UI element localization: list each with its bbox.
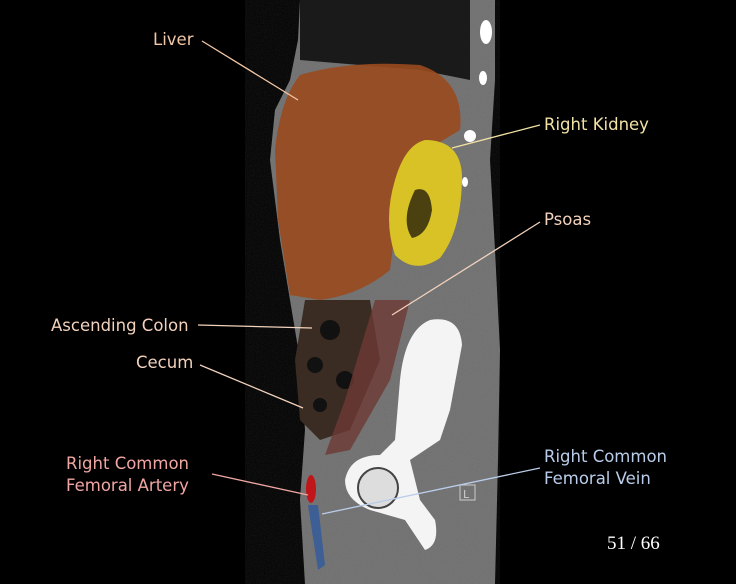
artery-label: Right Common Femoral Artery	[66, 453, 189, 497]
vein-leader-line	[321, 467, 541, 515]
cecum-label: Cecum	[136, 353, 194, 372]
orientation-marker: L	[463, 488, 470, 501]
artery-label-line1: Right Common	[66, 454, 190, 473]
cecum-leader-line	[199, 364, 304, 409]
artery-leader-line	[211, 473, 309, 496]
orientation-marker-box	[459, 484, 476, 501]
liver-label: Liver	[153, 30, 194, 49]
kidney-leader-line	[451, 124, 541, 149]
femoral-artery-region	[306, 475, 316, 503]
vein-label: Right Common Femoral Vein	[544, 446, 667, 490]
psoas-label: Psoas	[544, 210, 592, 229]
artery-label-line2: Femoral Artery	[66, 476, 189, 495]
femoral-vein-region	[308, 505, 325, 570]
psoas-leader-line	[391, 221, 541, 316]
colon-leader-line	[197, 324, 313, 329]
vein-label-line1: Right Common	[544, 447, 668, 466]
right-kidney-label: Right Kidney	[544, 115, 649, 134]
slice-counter: 51 / 66	[607, 533, 660, 554]
liver-leader-line	[201, 40, 299, 101]
vein-label-line2: Femoral Vein	[544, 469, 651, 488]
liver-region	[275, 63, 461, 300]
ascending-colon-label: Ascending Colon	[51, 316, 189, 335]
psoas-region	[325, 300, 410, 455]
